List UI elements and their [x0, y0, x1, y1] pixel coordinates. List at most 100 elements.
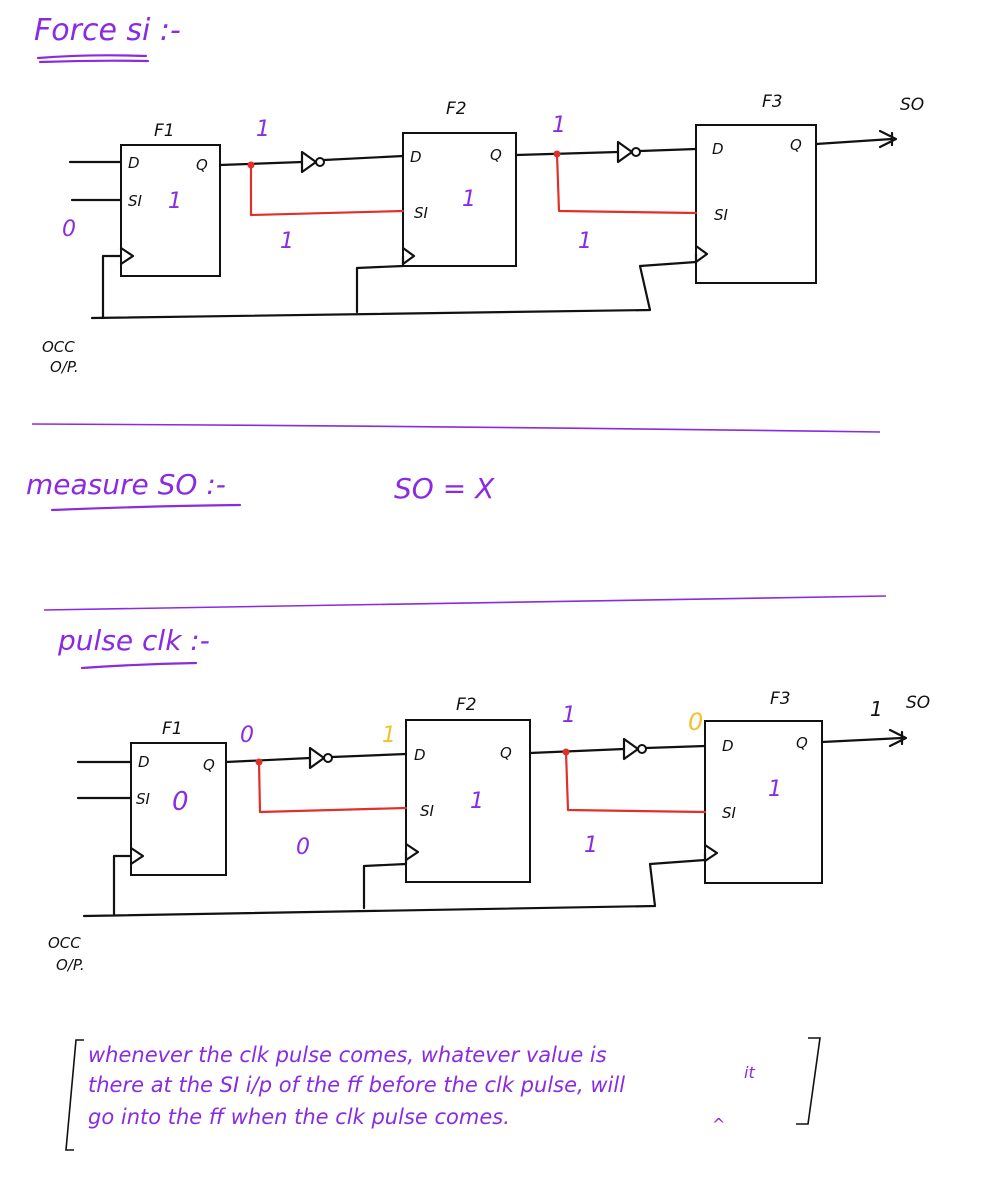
separator-2 [43, 595, 887, 611]
bottom-red-si-wire-2 [564, 750, 707, 814]
separator-1 [31, 423, 881, 433]
force-heading-underline [36, 54, 150, 64]
top-f1-q-wire [218, 160, 304, 167]
top-ff-f2-clock-icon [401, 246, 416, 266]
bottom-ff-f3 [704, 720, 823, 884]
top-buffer-2-bubble [631, 147, 641, 157]
top-ff-f3 [695, 124, 817, 284]
top-ff-f3-clock-icon [694, 244, 709, 264]
bottom-buffer-2-bubble [637, 744, 647, 754]
top-f3-pin-si: SI [714, 206, 729, 224]
bottom-f2-pin-q: Q [500, 744, 512, 762]
top-f2-pin-d: D [410, 148, 422, 166]
bottom-buffer-1-bubble [323, 753, 333, 763]
bottom-f2-d-value: 1 [382, 723, 396, 748]
measure-heading: measure SO :- [26, 468, 226, 501]
top-ff-f1 [120, 144, 221, 277]
top-ff-f2 [402, 132, 517, 267]
top-clock-bus [90, 252, 698, 320]
top-f2-pin-si: SI [414, 204, 429, 222]
bottom-f1-q-value: 0 [240, 723, 254, 748]
top-red-si-wire-1 [249, 163, 405, 217]
bottom-f2-si-value: 1 [470, 789, 484, 814]
top-f3-d-wire [638, 147, 698, 153]
top-f1-pin-q: Q [196, 156, 208, 174]
bottom-so-value: 1 [870, 697, 883, 721]
note-right-bracket [796, 1037, 821, 1125]
bottom-f2-q-wire [528, 747, 626, 755]
note-line-2: there at the SI i/p of the ff before the… [88, 1073, 625, 1097]
measure-heading-underline [50, 503, 242, 512]
top-si-input-value: 0 [62, 217, 76, 242]
bottom-ff-f1 [130, 742, 227, 876]
top-f1-si-value: 1 [168, 189, 182, 214]
top-f2-label: F2 [446, 99, 467, 119]
top-red-si-wire-2 [555, 152, 698, 215]
bottom-f3-si-wire-value: 1 [584, 833, 598, 858]
bottom-ff-f2-clock-icon [404, 842, 420, 862]
top-buffer-1-bubble [315, 157, 325, 167]
bottom-clock-bus [82, 850, 707, 918]
bottom-f1-label: F1 [162, 719, 183, 739]
bottom-f3-d-wire [644, 744, 707, 750]
top-f2-d-wire [322, 154, 405, 162]
bottom-ff-f3-clock-icon [703, 843, 719, 863]
note-left-bracket [65, 1039, 84, 1151]
pulse-heading-underline [80, 661, 198, 670]
bottom-f2-label: F2 [456, 695, 477, 715]
top-so-label: SO [900, 95, 924, 115]
bottom-so-arrow-icon [888, 728, 908, 748]
top-f3-label: F3 [762, 92, 783, 112]
top-f1-label: F1 [154, 121, 175, 141]
bottom-f2-si-wire-value: 0 [296, 835, 310, 860]
note-caret: ^ [712, 1115, 725, 1134]
bottom-f3-pin-si: SI [722, 804, 737, 822]
top-f2-q-wire [514, 150, 620, 157]
top-f3-si-wire-value: 1 [578, 229, 592, 254]
bottom-f2-pin-si: SI [420, 802, 435, 820]
top-f1-q-value: 1 [256, 117, 270, 142]
bottom-red-si-wire-1 [257, 760, 408, 814]
bottom-f3-label: F3 [770, 689, 791, 709]
top-f2-si-value: 1 [462, 187, 476, 212]
note-insert: it [744, 1063, 755, 1082]
bottom-f3-pin-d: D [722, 737, 734, 755]
bottom-f2-q-value: 1 [562, 703, 576, 728]
top-f3-pin-d: D [712, 140, 724, 158]
bottom-occ-op-label: O/P. [56, 956, 85, 974]
bottom-f3-value: 1 [768, 777, 782, 802]
top-buffer-2-icon [616, 140, 634, 164]
bottom-buffer-1-icon [308, 746, 326, 770]
top-f2-si-wire-value: 1 [280, 229, 294, 254]
top-so-arrow-icon [878, 129, 898, 149]
note-line-1: whenever the clk pulse comes, whatever v… [88, 1043, 607, 1067]
force-heading: Force si :- [34, 13, 181, 48]
top-f2-q-value: 1 [552, 113, 566, 138]
top-so-wire [814, 137, 894, 146]
bottom-f3-pin-q: Q [796, 734, 808, 752]
bottom-f3-d-value: 0 [688, 708, 703, 736]
bottom-ff-f2 [405, 719, 531, 883]
measure-result: SO = X [394, 472, 495, 505]
top-buffer-1-icon [300, 150, 318, 174]
bottom-f1-pin-si: SI [136, 790, 151, 808]
pulse-heading: pulse clk :- [57, 624, 210, 657]
bottom-so-label: SO [906, 693, 930, 713]
top-f1-pin-d: D [128, 154, 140, 172]
bottom-f1-si-value: 0 [172, 787, 189, 817]
bottom-ff-f1-clock-icon [129, 846, 145, 866]
bottom-occ-label: OCC [48, 934, 81, 952]
bottom-f1-q-wire [224, 756, 312, 764]
bottom-buffer-2-icon [622, 737, 640, 761]
note-line-3: go into the ff when the clk pulse comes. [88, 1105, 510, 1129]
bottom-f2-d-wire [330, 752, 408, 759]
top-f2-pin-q: Q [490, 146, 502, 164]
bottom-f1-pin-q: Q [203, 756, 215, 774]
top-f3-pin-q: Q [790, 136, 802, 154]
bottom-f1-pin-d: D [138, 753, 150, 771]
top-ff-f1-clock-icon [119, 246, 135, 266]
bottom-so-wire [820, 736, 904, 744]
top-occ-op-label: O/P. [50, 358, 79, 376]
bottom-f2-pin-d: D [414, 746, 426, 764]
